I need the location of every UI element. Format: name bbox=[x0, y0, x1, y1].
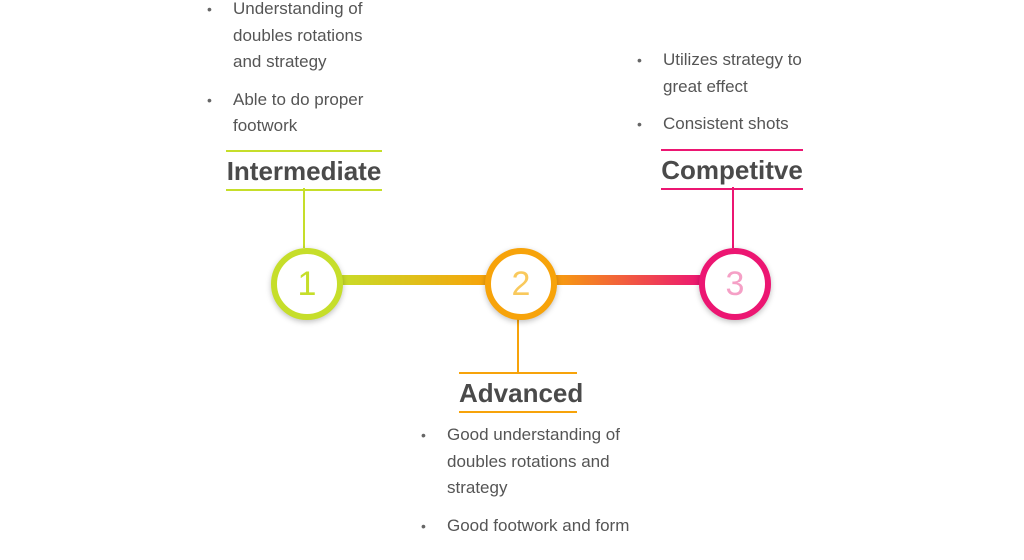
stage-3-number: 3 bbox=[725, 264, 745, 303]
stage-2-bullet-list: Good understanding of doubles rotations … bbox=[421, 422, 637, 550]
stage-2-bullet: Good understanding of doubles rotations … bbox=[421, 422, 637, 502]
connector-2-3 bbox=[549, 275, 701, 285]
stage-1-bullet-list: Understanding of doubles rotations and s… bbox=[207, 0, 393, 151]
stage-2-bullet: Good footwork and form bbox=[421, 513, 637, 540]
stage-1-number: 1 bbox=[297, 264, 317, 303]
stage-3-title: Competitve bbox=[661, 149, 803, 190]
stage-3-circle: 3 bbox=[699, 248, 771, 320]
stage-3-bullet-list: Utilizes strategy to great effect Consis… bbox=[637, 47, 838, 149]
stage-2-circle: 2 bbox=[485, 248, 557, 320]
stage-2-number: 2 bbox=[511, 264, 531, 303]
stage-1-title: Intermediate bbox=[226, 150, 382, 191]
connector-1-2 bbox=[335, 275, 487, 285]
stage-3-bullet: Utilizes strategy to great effect bbox=[637, 47, 838, 100]
stage-1-bullet: Able to do proper footwork bbox=[207, 87, 393, 140]
stage-2-title: Advanced bbox=[459, 372, 583, 413]
stage-1-circle: 1 bbox=[271, 248, 343, 320]
stage-1-bullet: Understanding of doubles rotations and s… bbox=[207, 0, 393, 76]
stage-3-bullet: Consistent shots bbox=[637, 111, 838, 138]
